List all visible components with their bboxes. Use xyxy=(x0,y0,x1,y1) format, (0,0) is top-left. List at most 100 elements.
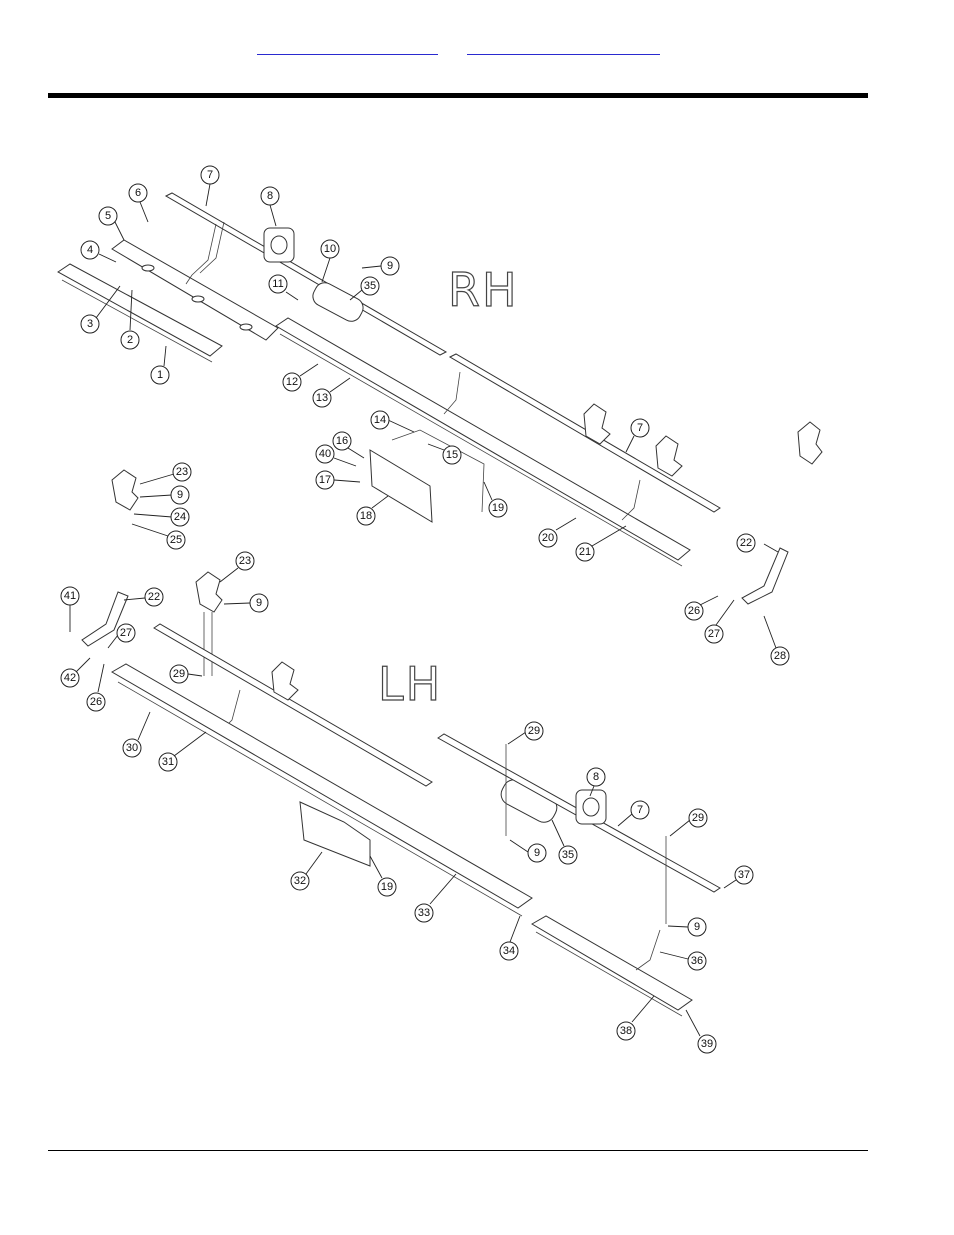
callout-29b: 29 xyxy=(525,722,543,740)
callout-14: 14 xyxy=(371,411,389,429)
callout-9c: 9 xyxy=(250,594,268,612)
footer-rule xyxy=(48,1150,868,1151)
callout-7a: 7 xyxy=(201,166,219,184)
callout-34: 34 xyxy=(500,942,518,960)
svg-text:19: 19 xyxy=(381,881,393,893)
svg-text:9: 9 xyxy=(694,921,700,933)
svg-text:22: 22 xyxy=(148,591,160,603)
svg-text:4: 4 xyxy=(87,244,93,256)
svg-text:28: 28 xyxy=(774,650,786,662)
callout-28: 28 xyxy=(771,647,789,665)
callout-9d: 9 xyxy=(528,844,546,862)
svg-text:35: 35 xyxy=(364,280,376,292)
svg-text:41: 41 xyxy=(64,590,76,602)
callout-31: 31 xyxy=(159,753,177,771)
svg-text:40: 40 xyxy=(319,448,331,460)
callouts: 7 8 6 5 4 3 2 1 10 9 11 35 12 13 14 16 4… xyxy=(61,166,789,1053)
svg-text:9: 9 xyxy=(534,847,540,859)
svg-text:25: 25 xyxy=(170,534,182,546)
svg-text:29: 29 xyxy=(173,668,185,680)
callout-7c: 7 xyxy=(631,801,649,819)
callout-9b: 9 xyxy=(171,486,189,504)
svg-text:17: 17 xyxy=(319,474,331,486)
callout-22b: 22 xyxy=(145,588,163,606)
svg-text:3: 3 xyxy=(87,318,93,330)
svg-text:15: 15 xyxy=(446,449,458,461)
svg-text:23: 23 xyxy=(176,466,188,478)
callout-8b: 8 xyxy=(587,768,605,786)
svg-text:22: 22 xyxy=(740,537,752,549)
svg-text:24: 24 xyxy=(174,511,186,523)
callout-18: 18 xyxy=(357,507,375,525)
callout-37: 37 xyxy=(735,866,753,884)
callout-27b: 27 xyxy=(117,624,135,642)
callout-10: 10 xyxy=(321,240,339,258)
callout-8a: 8 xyxy=(261,187,279,205)
callout-35a: 35 xyxy=(361,277,379,295)
svg-text:8: 8 xyxy=(267,190,273,202)
callout-20: 20 xyxy=(539,529,557,547)
part-clamp-2 xyxy=(656,436,682,476)
callout-39: 39 xyxy=(698,1035,716,1053)
rh-label: RH xyxy=(448,263,519,317)
callout-17: 17 xyxy=(316,471,334,489)
part-motor-rh xyxy=(309,279,366,325)
callout-40: 40 xyxy=(316,445,334,463)
svg-text:27: 27 xyxy=(708,628,720,640)
svg-text:27: 27 xyxy=(120,627,132,639)
svg-text:5: 5 xyxy=(105,210,111,222)
svg-text:12: 12 xyxy=(286,376,298,388)
callout-33: 33 xyxy=(415,904,433,922)
callout-19a: 19 xyxy=(489,499,507,517)
callout-5: 5 xyxy=(99,207,117,225)
callout-24: 24 xyxy=(171,508,189,526)
callout-23a: 23 xyxy=(173,463,191,481)
callout-12: 12 xyxy=(283,373,301,391)
svg-text:16: 16 xyxy=(336,435,348,447)
svg-text:32: 32 xyxy=(294,875,306,887)
part-box-18 xyxy=(370,450,432,522)
part-bracket-22-rh xyxy=(742,548,788,604)
svg-text:10: 10 xyxy=(324,243,336,255)
part-tube-main-lh xyxy=(112,664,532,908)
callout-26b: 26 xyxy=(87,693,105,711)
svg-text:35: 35 xyxy=(562,849,574,861)
callout-7b: 7 xyxy=(631,419,649,437)
callout-13: 13 xyxy=(313,389,331,407)
part-clamp-detail-23 xyxy=(112,470,138,510)
callout-36: 36 xyxy=(688,952,706,970)
part-tube-lower-lh xyxy=(532,916,692,1010)
svg-text:8: 8 xyxy=(593,771,599,783)
callout-9a: 9 xyxy=(381,257,399,275)
svg-text:9: 9 xyxy=(256,597,262,609)
callout-22a: 22 xyxy=(737,534,755,552)
svg-text:21: 21 xyxy=(579,546,591,558)
callout-1: 1 xyxy=(151,366,169,384)
callout-38: 38 xyxy=(617,1022,635,1040)
part-clamp-lh xyxy=(196,572,222,612)
svg-text:2: 2 xyxy=(127,334,133,346)
svg-text:26: 26 xyxy=(688,605,700,617)
svg-text:11: 11 xyxy=(272,278,283,290)
svg-text:14: 14 xyxy=(374,414,386,426)
svg-text:13: 13 xyxy=(316,392,328,404)
svg-text:18: 18 xyxy=(360,510,372,522)
callout-19b: 19 xyxy=(378,878,396,896)
svg-text:42: 42 xyxy=(64,672,76,684)
svg-text:9: 9 xyxy=(177,489,183,501)
part-hanger xyxy=(186,224,216,284)
callout-6: 6 xyxy=(129,184,147,202)
svg-text:29: 29 xyxy=(692,812,704,824)
callout-15: 15 xyxy=(443,446,461,464)
callout-29a: 29 xyxy=(170,665,188,683)
svg-text:6: 6 xyxy=(135,187,141,199)
callout-41: 41 xyxy=(61,587,79,605)
svg-text:9: 9 xyxy=(387,260,393,272)
callout-42: 42 xyxy=(61,669,79,687)
svg-text:1: 1 xyxy=(157,369,163,381)
lh-assembly xyxy=(82,572,720,1016)
svg-text:23: 23 xyxy=(239,555,251,567)
svg-text:29: 29 xyxy=(528,725,540,737)
callout-2: 2 xyxy=(121,331,139,349)
